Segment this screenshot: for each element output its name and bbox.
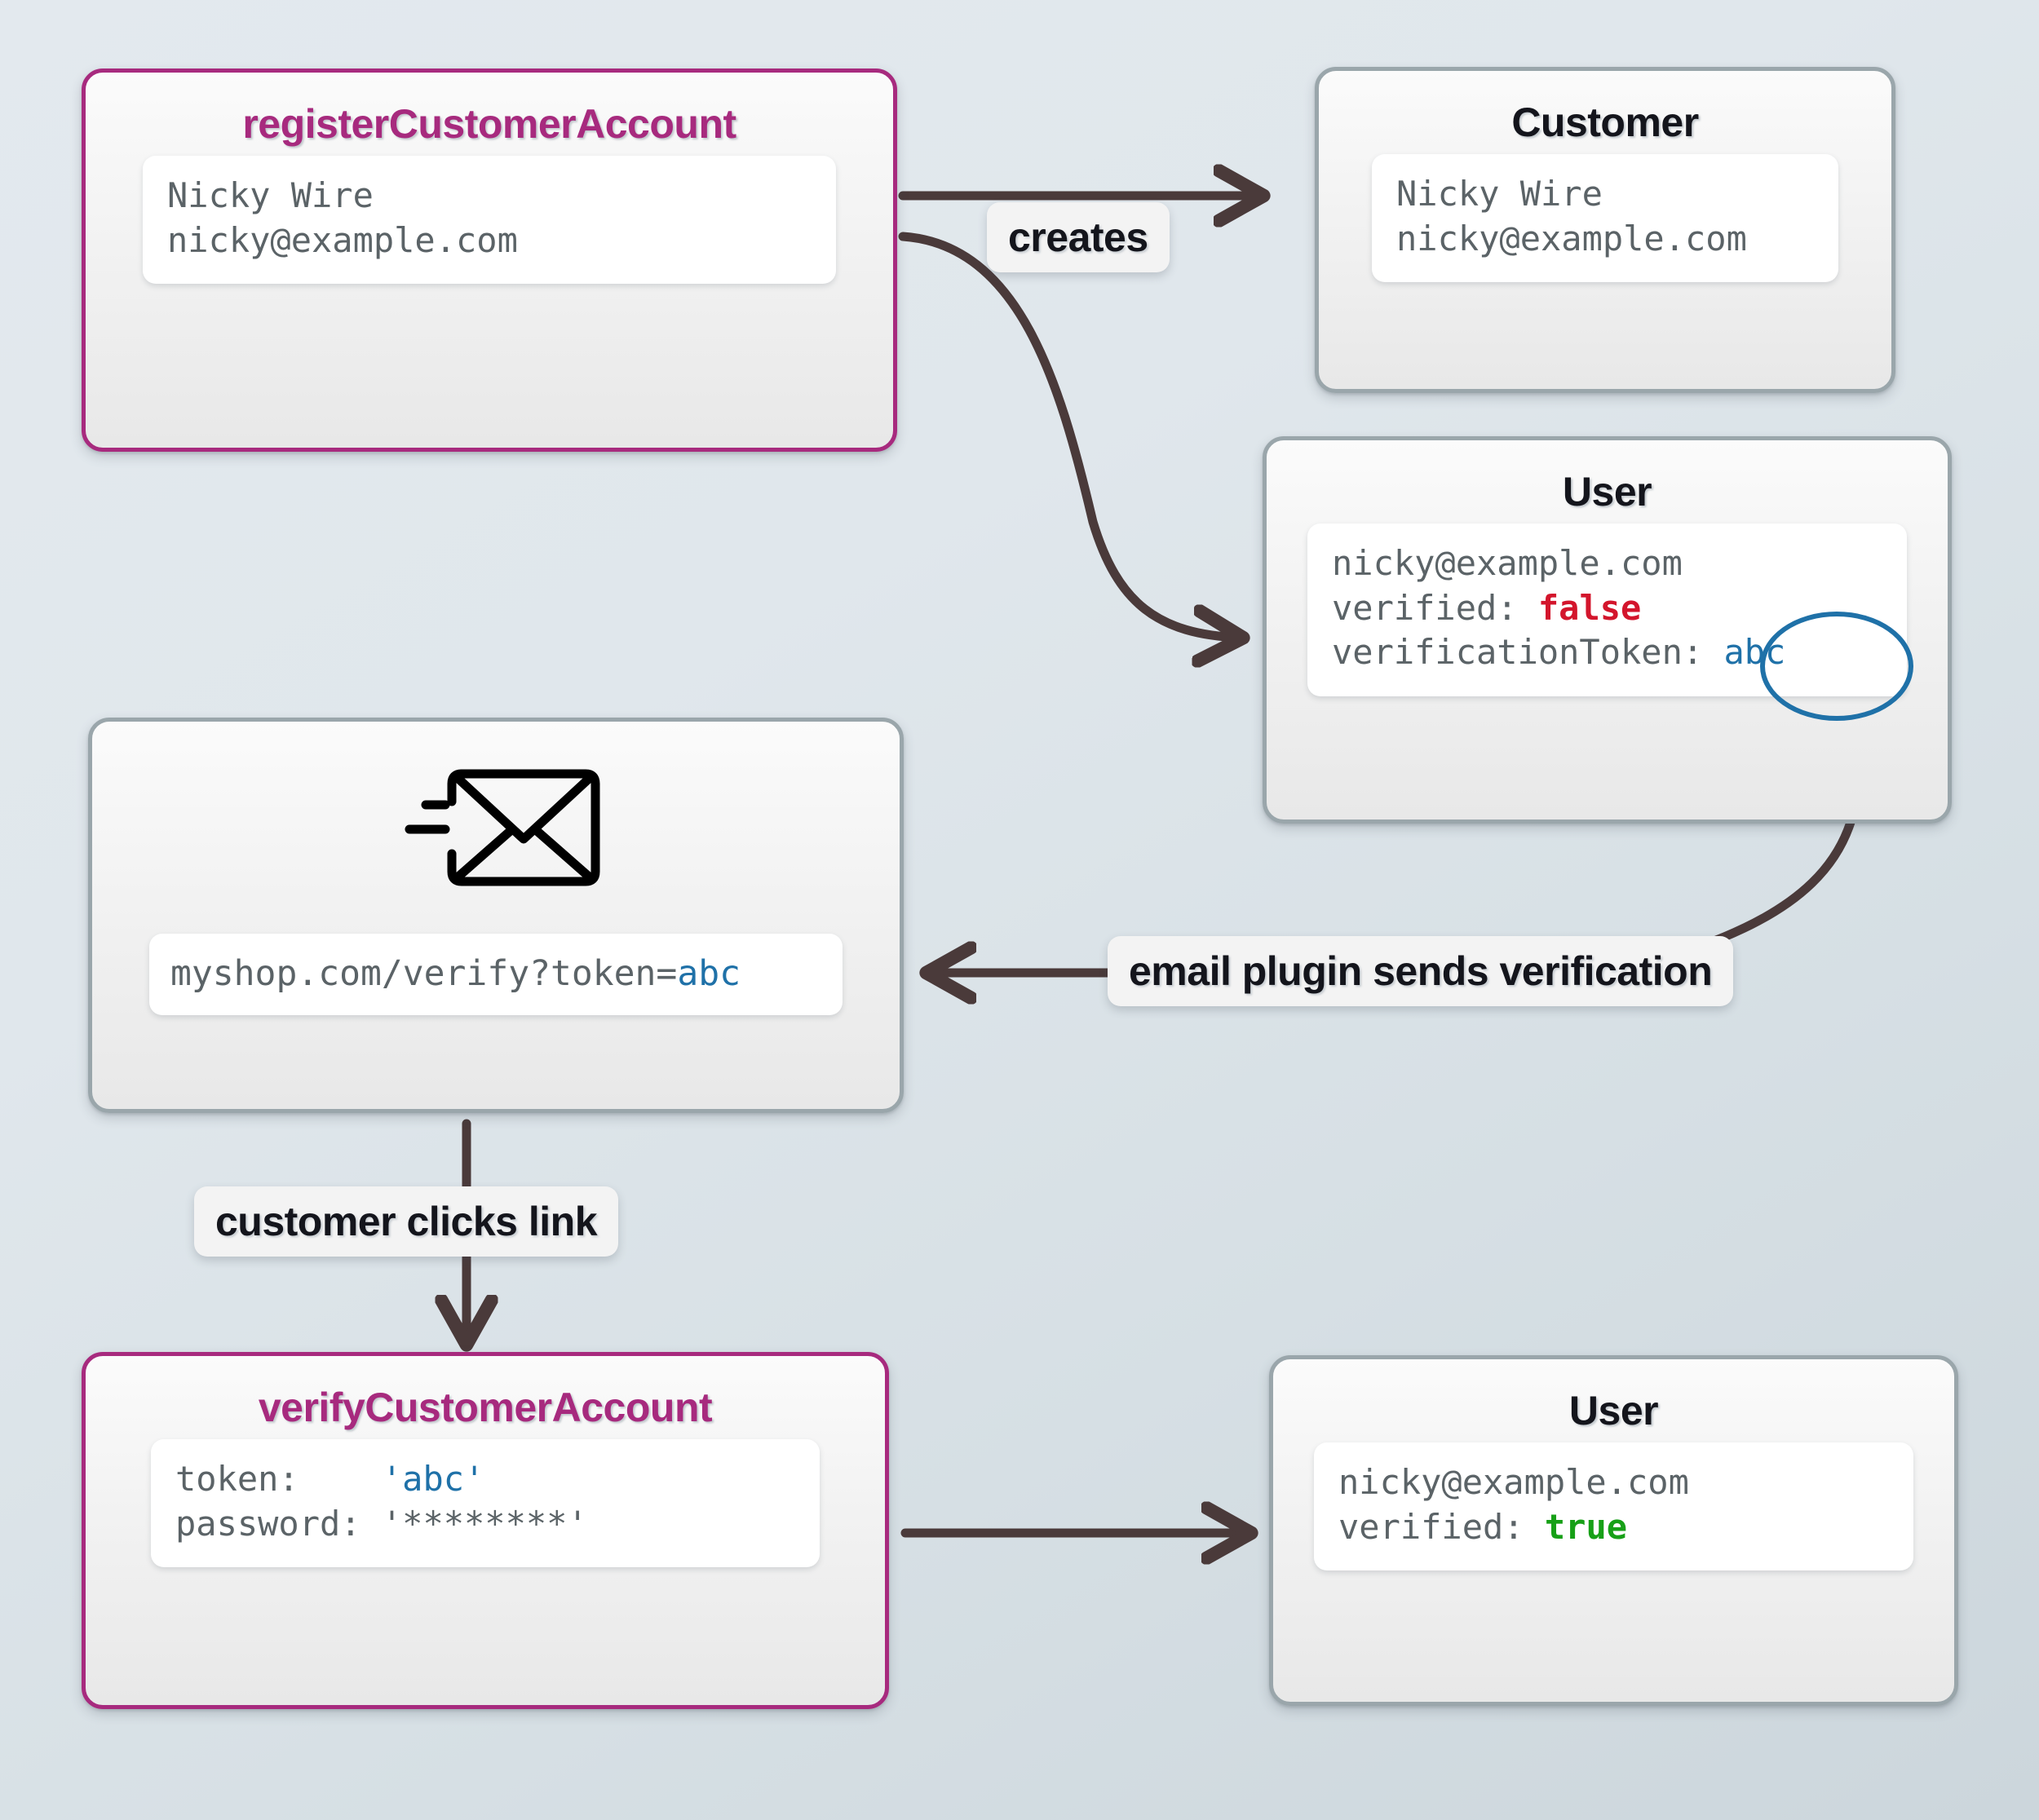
register-line-name: Nicky Wire bbox=[167, 175, 374, 215]
node-title-user-bottom: User bbox=[1568, 1388, 1659, 1433]
verify-token-key: token: bbox=[175, 1459, 382, 1499]
edge-label-email-plugin: email plugin sends verification bbox=[1108, 936, 1734, 1006]
register-line-email: nicky@example.com bbox=[167, 219, 518, 260]
edge-label-customer-clicks-link: customer clicks link bbox=[194, 1186, 619, 1257]
verify-password-value: '********' bbox=[381, 1503, 588, 1544]
node-title-user-top: User bbox=[1562, 469, 1652, 515]
verify-token-value: 'abc' bbox=[381, 1459, 485, 1499]
user-bottom-line-email: nicky@example.com bbox=[1338, 1462, 1689, 1502]
node-user-unverified[interactable]: User nicky@example.com verified: false v… bbox=[1263, 436, 1952, 824]
node-title-register: registerCustomerAccount bbox=[242, 101, 736, 147]
email-url-panel: myshop.com/verify?token=abc bbox=[149, 934, 843, 1015]
node-title-verify: verifyCustomerAccount bbox=[258, 1385, 713, 1430]
customer-line-name: Nicky Wire bbox=[1396, 174, 1603, 214]
user-top-token-key: verificationToken: bbox=[1332, 632, 1724, 673]
node-customer[interactable]: Customer Nicky Wire nicky@example.com bbox=[1315, 67, 1895, 393]
send-email-icon bbox=[390, 754, 602, 901]
node-verify-customer-account[interactable]: verifyCustomerAccount token: 'abc' passw… bbox=[82, 1352, 889, 1709]
user-bottom-verified-value: true bbox=[1544, 1506, 1628, 1547]
register-payload-panel: Nicky Wire nicky@example.com bbox=[143, 156, 836, 285]
user-bottom-line-verified: verified: true bbox=[1338, 1505, 1889, 1550]
verify-line-password: password: '********' bbox=[175, 1502, 795, 1547]
customer-line-email: nicky@example.com bbox=[1396, 218, 1747, 258]
node-user-verified[interactable]: User nicky@example.com verified: true bbox=[1269, 1355, 1958, 1706]
user-top-line-verified: verified: false bbox=[1332, 586, 1882, 631]
node-title-customer: Customer bbox=[1511, 99, 1699, 145]
user-top-verified-value: false bbox=[1537, 587, 1642, 628]
verify-payload-panel: token: 'abc' password: '********' bbox=[151, 1439, 820, 1568]
verify-line-token: token: 'abc' bbox=[175, 1457, 795, 1502]
customer-payload-panel: Nicky Wire nicky@example.com bbox=[1372, 154, 1838, 283]
edge-register-to-user bbox=[898, 232, 1240, 638]
email-url-line: myshop.com/verify?token=abc bbox=[170, 952, 821, 997]
user-top-token-value: abc bbox=[1723, 632, 1786, 673]
email-url-token: abc bbox=[677, 953, 741, 994]
user-top-payload-panel: nicky@example.com verified: false verifi… bbox=[1307, 523, 1913, 721]
user-top-line-email: nicky@example.com bbox=[1332, 543, 1683, 583]
verify-password-key: password: bbox=[175, 1503, 382, 1544]
node-register-customer-account[interactable]: registerCustomerAccount Nicky Wire nicky… bbox=[82, 68, 897, 452]
node-verification-email[interactable]: myshop.com/verify?token=abc bbox=[88, 718, 904, 1113]
user-bottom-payload-panel: nicky@example.com verified: true bbox=[1314, 1442, 1913, 1571]
edge-label-creates: creates bbox=[987, 202, 1170, 272]
user-top-line-token: verificationToken: abc bbox=[1332, 630, 1882, 675]
user-top-verified-key: verified: bbox=[1332, 587, 1538, 628]
email-url-prefix: myshop.com/verify?token= bbox=[170, 953, 678, 994]
user-bottom-verified-key: verified: bbox=[1338, 1506, 1545, 1547]
